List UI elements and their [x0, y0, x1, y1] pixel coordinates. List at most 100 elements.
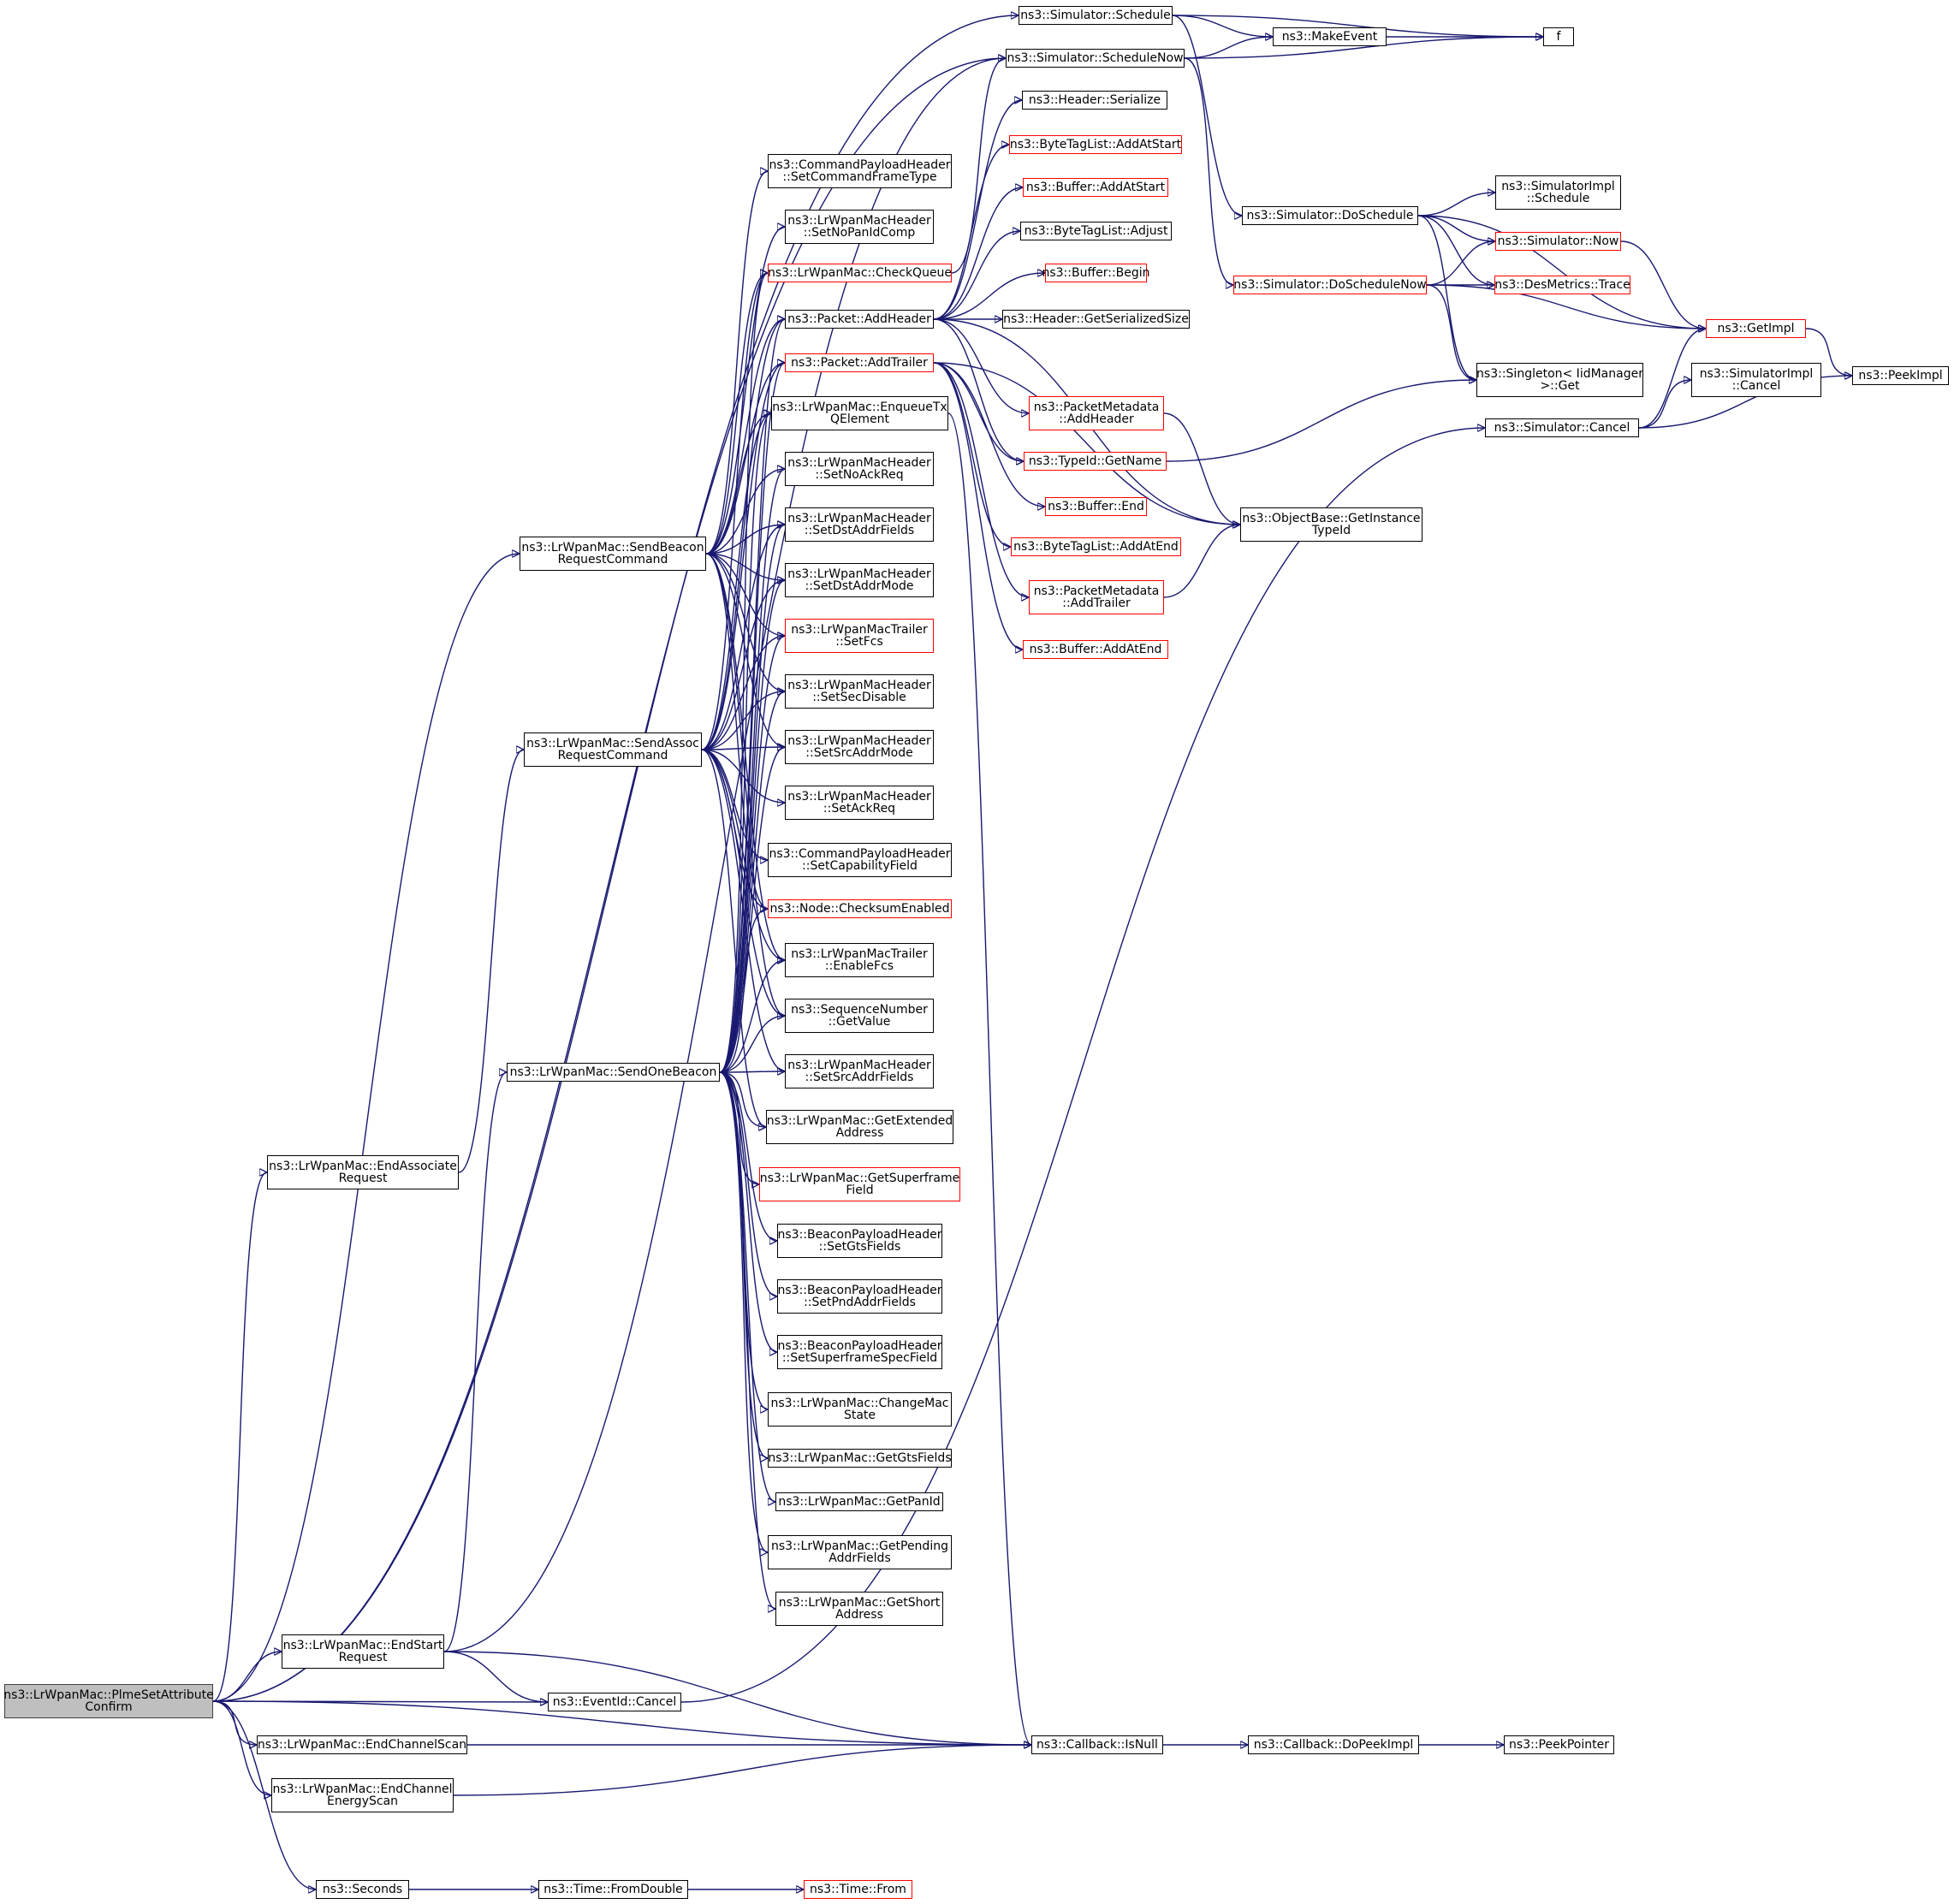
node-getGtsFields[interactable]: ns3::LrWpanMac::GetGtsFields [768, 1449, 952, 1468]
node-cphSetCmdFrameType[interactable]: ns3::CommandPayloadHeader::SetCommandFra… [768, 154, 952, 188]
node-mhSetSecDisable[interactable]: ns3::LrWpanMacHeader::SetSecDisable [785, 674, 934, 709]
node-desTrace[interactable]: ns3::DesMetrics::Trace [1494, 276, 1630, 294]
node-singletonGet[interactable]: ns3::Singleton< IidManager>::Get [1476, 363, 1643, 397]
node-makeEvent[interactable]: ns3::MakeEvent [1273, 27, 1387, 46]
node-endChannelScan[interactable]: ns3::LrWpanMac::EndChannelScan [257, 1735, 467, 1754]
node-nodeChecksum[interactable]: ns3::Node::ChecksumEnabled [768, 899, 952, 918]
edge-pktAddHeader-to-hdrSerialize [933, 100, 1023, 320]
node-bufBegin[interactable]: ns3::Buffer::Begin [1042, 264, 1150, 282]
edge-pktAddHeader-to-bufAddAtStart [933, 187, 1023, 320]
node-label-line: ns3::LrWpanMacHeader [787, 734, 931, 748]
node-label-line: ::EnableFcs [824, 959, 894, 973]
edge-simDoSchedule-to-getImpl [1417, 215, 1706, 329]
node-cbIsNull[interactable]: ns3::Callback::IsNull [1031, 1735, 1163, 1754]
node-getImpl[interactable]: ns3::GetImpl [1706, 319, 1806, 338]
node-bphSetGtsFields[interactable]: ns3::BeaconPayloadHeader::SetGtsFields [777, 1224, 942, 1258]
node-cphSetCapField[interactable]: ns3::CommandPayloadHeader::SetCapability… [768, 843, 952, 877]
node-mhSetDstAddrFields[interactable]: ns3::LrWpanMacHeader::SetDstAddrFields [785, 507, 934, 542]
node-mhSetAckReq[interactable]: ns3::LrWpanMacHeader::SetAckReq [785, 786, 934, 820]
node-typeIdGetName[interactable]: ns3::TypeId::GetName [1024, 452, 1167, 471]
node-label-line: ::SetAckReq [823, 802, 896, 816]
edge-sendAssocReq-to-checkQueue [701, 273, 769, 750]
node-simNow[interactable]: ns3::Simulator::Now [1495, 232, 1621, 251]
node-label-line: State [843, 1409, 876, 1422]
node-f[interactable]: f [1543, 27, 1574, 46]
node-simImplSchedule[interactable]: ns3::SimulatorImpl::Schedule [1495, 175, 1621, 210]
edge-sendAssocReq-to-mhSetDstAddrFields [701, 525, 786, 750]
edge-sendAssocReq-to-enqueueTx [701, 413, 772, 750]
node-bphSetPndAddrFields[interactable]: ns3::BeaconPayloadHeader::SetPndAddrFiel… [777, 1279, 942, 1314]
node-pktAddHeader[interactable]: ns3::Packet::AddHeader [785, 310, 934, 329]
node-bphSetSfSpecField[interactable]: ns3::BeaconPayloadHeader::SetSuperframeS… [777, 1335, 942, 1369]
node-hdrGetSerSize[interactable]: ns3::Header::GetSerializedSize [1002, 310, 1190, 329]
node-simCancel[interactable]: ns3::Simulator::Cancel [1485, 418, 1639, 437]
node-mtSetFcs[interactable]: ns3::LrWpanMacTrailer::SetFcs [785, 619, 934, 653]
node-bufEnd[interactable]: ns3::Buffer::End [1045, 497, 1147, 516]
node-hdrSerialize[interactable]: ns3::Header::Serialize [1022, 91, 1167, 110]
node-checkQueue[interactable]: ns3::LrWpanMac::CheckQueue [768, 264, 952, 282]
node-mhSetSrcAddrFields[interactable]: ns3::LrWpanMacHeader::SetSrcAddrFields [785, 1054, 934, 1088]
node-btlAdjust[interactable]: ns3::ByteTagList::Adjust [1020, 222, 1172, 240]
node-seqGetValue[interactable]: ns3::SequenceNumber::GetValue [785, 999, 934, 1033]
node-mhSetNoAckReq[interactable]: ns3::LrWpanMacHeader::SetNoAckReq [785, 452, 934, 486]
node-label-line: ns3::SimulatorImpl [1699, 367, 1814, 381]
node-sendOneBeacon[interactable]: ns3::LrWpanMac::SendOneBeacon [507, 1063, 720, 1082]
edge-checkQueue-to-simScheduleNow [951, 58, 1007, 274]
node-pmAddTrailer[interactable]: ns3::PacketMetadata::AddTrailer [1029, 580, 1164, 614]
node-bufAddAtEnd[interactable]: ns3::Buffer::AddAtEnd [1023, 640, 1168, 659]
node-cbDoPeekImpl[interactable]: ns3::Callback::DoPeekImpl [1248, 1735, 1419, 1754]
node-label-line: ns3::ByteTagList::Adjust [1024, 224, 1168, 238]
node-label-line: ns3::BeaconPayloadHeader [777, 1339, 942, 1353]
node-mhSetDstAddrMode[interactable]: ns3::LrWpanMacHeader::SetDstAddrMode [785, 563, 934, 597]
edge-sendOneBeacon-to-bphSetGtsFields [719, 1071, 778, 1241]
node-peekPointer[interactable]: ns3::PeekPointer [1504, 1735, 1614, 1754]
node-peekImpl[interactable]: ns3::PeekImpl [1852, 366, 1949, 385]
node-label-line: ns3::LrWpanMac::EndStart [282, 1639, 443, 1652]
node-simDoSchedule[interactable]: ns3::Simulator::DoSchedule [1242, 206, 1418, 225]
node-label-line: ::SetDstAddrFields [804, 524, 915, 537]
edge-pmAddTrailer-to-objGetInstTypeId [1163, 525, 1240, 598]
node-btlAddAtEnd[interactable]: ns3::ByteTagList::AddAtEnd [1011, 537, 1181, 556]
node-simScheduleNow[interactable]: ns3::Simulator::ScheduleNow [1006, 49, 1185, 68]
node-mhSetNoPanIdComp[interactable]: ns3::LrWpanMacHeader::SetNoPanIdComp [785, 210, 934, 244]
node-simImplCancel[interactable]: ns3::SimulatorImpl::Cancel [1691, 363, 1821, 397]
node-pmAddHeader[interactable]: ns3::PacketMetadata::AddHeader [1029, 396, 1164, 430]
node-label-line: ns3::Buffer::AddAtStart [1025, 181, 1166, 194]
node-timeFrom[interactable]: ns3::Time::From [804, 1880, 912, 1899]
node-label-line: ::SetFcs [835, 635, 883, 649]
node-label-line: QElement [830, 412, 889, 426]
node-eventCancel[interactable]: ns3::EventId::Cancel [548, 1693, 681, 1711]
edge-sendBeaconReq-to-pktAddHeader [705, 319, 786, 555]
node-simDoScheduleNow[interactable]: ns3::Simulator::DoScheduleNow [1233, 276, 1427, 294]
node-bufAddAtStart[interactable]: ns3::Buffer::AddAtStart [1023, 178, 1168, 197]
node-mhSetSrcAddrMode[interactable]: ns3::LrWpanMacHeader::SetSrcAddrMode [785, 730, 934, 764]
edge-endStartReq-to-cbIsNull [443, 1651, 1031, 1745]
node-pktAddTrailer[interactable]: ns3::Packet::AddTrailer [785, 353, 934, 372]
edge-sendAssocReq-to-mhSetAckReq [701, 749, 785, 803]
node-label-line: ns3::LrWpanMac::SendAssoc [526, 737, 699, 750]
node-mtEnableFcs[interactable]: ns3::LrWpanMacTrailer::EnableFcs [785, 943, 934, 977]
edge-sendOneBeacon-to-pktAddTrailer [719, 363, 786, 1073]
edge-simDoScheduleNow-to-singletonGet [1426, 284, 1477, 380]
edge-sendOneBeacon-to-seqGetValue [719, 1016, 785, 1073]
node-getPanId[interactable]: ns3::LrWpanMac::GetPanId [775, 1492, 943, 1511]
node-btlAddAtStart[interactable]: ns3::ByteTagList::AddAtStart [1009, 135, 1182, 154]
node-seconds[interactable]: ns3::Seconds [316, 1880, 409, 1899]
node-simSchedule[interactable]: ns3::Simulator::Schedule [1019, 6, 1173, 25]
edge-sendOneBeacon-to-getShortAddr [719, 1071, 776, 1609]
node-label-line: ns3::ByteTagList::AddAtEnd [1013, 540, 1179, 554]
node-timeFromDouble[interactable]: ns3::Time::FromDouble [538, 1880, 688, 1899]
